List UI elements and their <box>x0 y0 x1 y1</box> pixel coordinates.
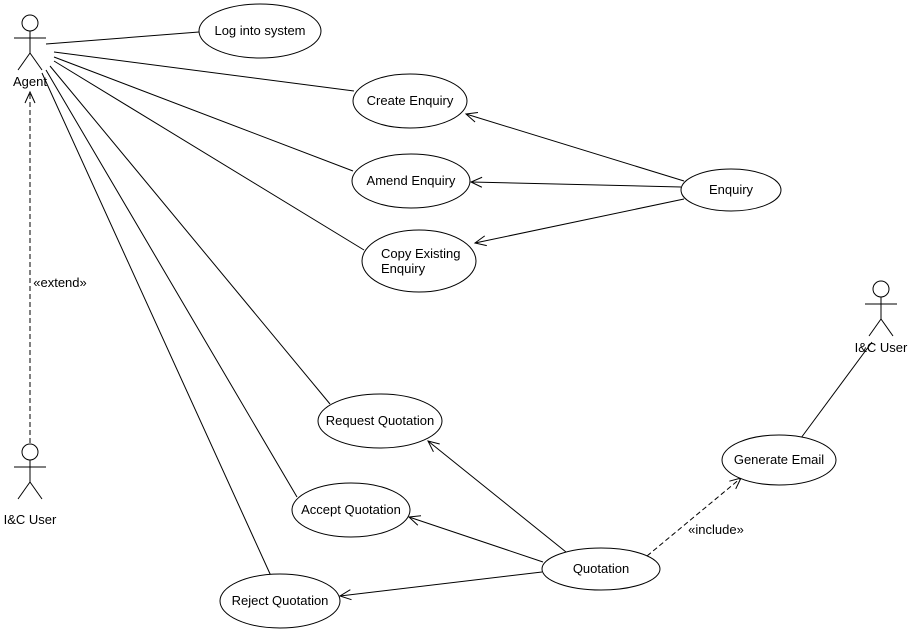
usecase-accept-quotation: Accept Quotation <box>291 482 411 538</box>
usecase-ellipse <box>721 434 837 486</box>
edge-quotation-request-quotation <box>427 440 567 553</box>
actor-ic-user-left: I&C User <box>4 443 57 527</box>
usecase-reject-quotation: Reject Quotation <box>219 573 341 629</box>
extend-stereotype-label: «extend» <box>33 275 87 290</box>
usecase-ellipse <box>198 3 322 59</box>
edge-agent-create-enquiry <box>53 51 355 92</box>
edge-quotation-accept-quotation <box>407 515 544 563</box>
edge-quotation-generate-email-include <box>646 477 742 557</box>
usecase-ellipse <box>361 229 477 293</box>
usecase-ellipse <box>317 393 443 449</box>
usecase-label: Enquiry <box>709 182 754 197</box>
usecase-label: Generate Email <box>734 452 824 467</box>
actor-leg-left <box>868 318 882 337</box>
actor-leg-right <box>29 481 43 500</box>
usecase-label: Request Quotation <box>326 413 434 428</box>
edge-agent-reject-quotation <box>41 72 272 577</box>
usecase-amend-enquiry: Amend Enquiry <box>351 153 471 209</box>
usecase-label: Reject Quotation <box>232 593 329 608</box>
edge-agent-log-into-system <box>45 31 200 45</box>
usecase-label: Accept Quotation <box>301 502 401 517</box>
actor-leg-left <box>17 52 31 71</box>
edge-enquiry-amend-enquiry <box>469 176 682 188</box>
include-stereotype-label: «include» <box>688 522 744 537</box>
usecase-label-line2: Enquiry <box>381 261 426 276</box>
actor-label: I&C User <box>855 340 908 355</box>
usecase-ellipse <box>680 168 782 212</box>
usecase-copy-existing-enquiry: Copy Existing Enquiry <box>361 229 477 293</box>
usecase-request-quotation: Request Quotation <box>317 393 443 449</box>
usecase-quotation: Quotation <box>541 547 661 591</box>
usecase-generate-email: Generate Email <box>721 434 837 486</box>
actor-leg-right <box>880 318 894 337</box>
usecase-create-enquiry: Create Enquiry <box>352 73 468 129</box>
edge-agent-accept-quotation <box>45 69 298 498</box>
actor-head <box>21 14 39 32</box>
usecase-ellipse <box>351 153 471 209</box>
usecase-label: Create Enquiry <box>367 93 454 108</box>
usecase-enquiry: Enquiry <box>680 168 782 212</box>
actor-label: I&C User <box>4 512 57 527</box>
usecase-label: Log into system <box>214 23 305 38</box>
actor-agent: Agent <box>13 14 47 89</box>
usecase-ellipse <box>541 547 661 591</box>
usecase-label: Amend Enquiry <box>367 173 456 188</box>
actor-head <box>872 280 890 298</box>
usecase-ellipse <box>219 573 341 629</box>
actor-label: Agent <box>13 74 47 89</box>
usecase-ellipse <box>352 73 468 129</box>
edge-ic-user-right-generate-email <box>800 341 873 439</box>
usecase-ellipse <box>291 482 411 538</box>
usecase-label-line1: Copy Existing <box>381 246 460 261</box>
edge-agent-amend-enquiry <box>53 56 354 172</box>
actor-ic-user-right: I&C User <box>855 280 908 355</box>
edge-agent-request-quotation <box>49 65 331 405</box>
actor-leg-right <box>29 52 43 71</box>
edge-enquiry-copy-existing-enquiry <box>473 198 685 247</box>
usecase-label: Quotation <box>573 561 629 576</box>
edge-quotation-reject-quotation <box>338 571 543 601</box>
edge-agent-copy-existing-enquiry <box>53 60 365 251</box>
usecase-log-into-system: Log into system <box>198 3 322 59</box>
edge-enquiry-create-enquiry <box>464 111 685 182</box>
actor-leg-left <box>17 481 31 500</box>
actor-head <box>21 443 39 461</box>
